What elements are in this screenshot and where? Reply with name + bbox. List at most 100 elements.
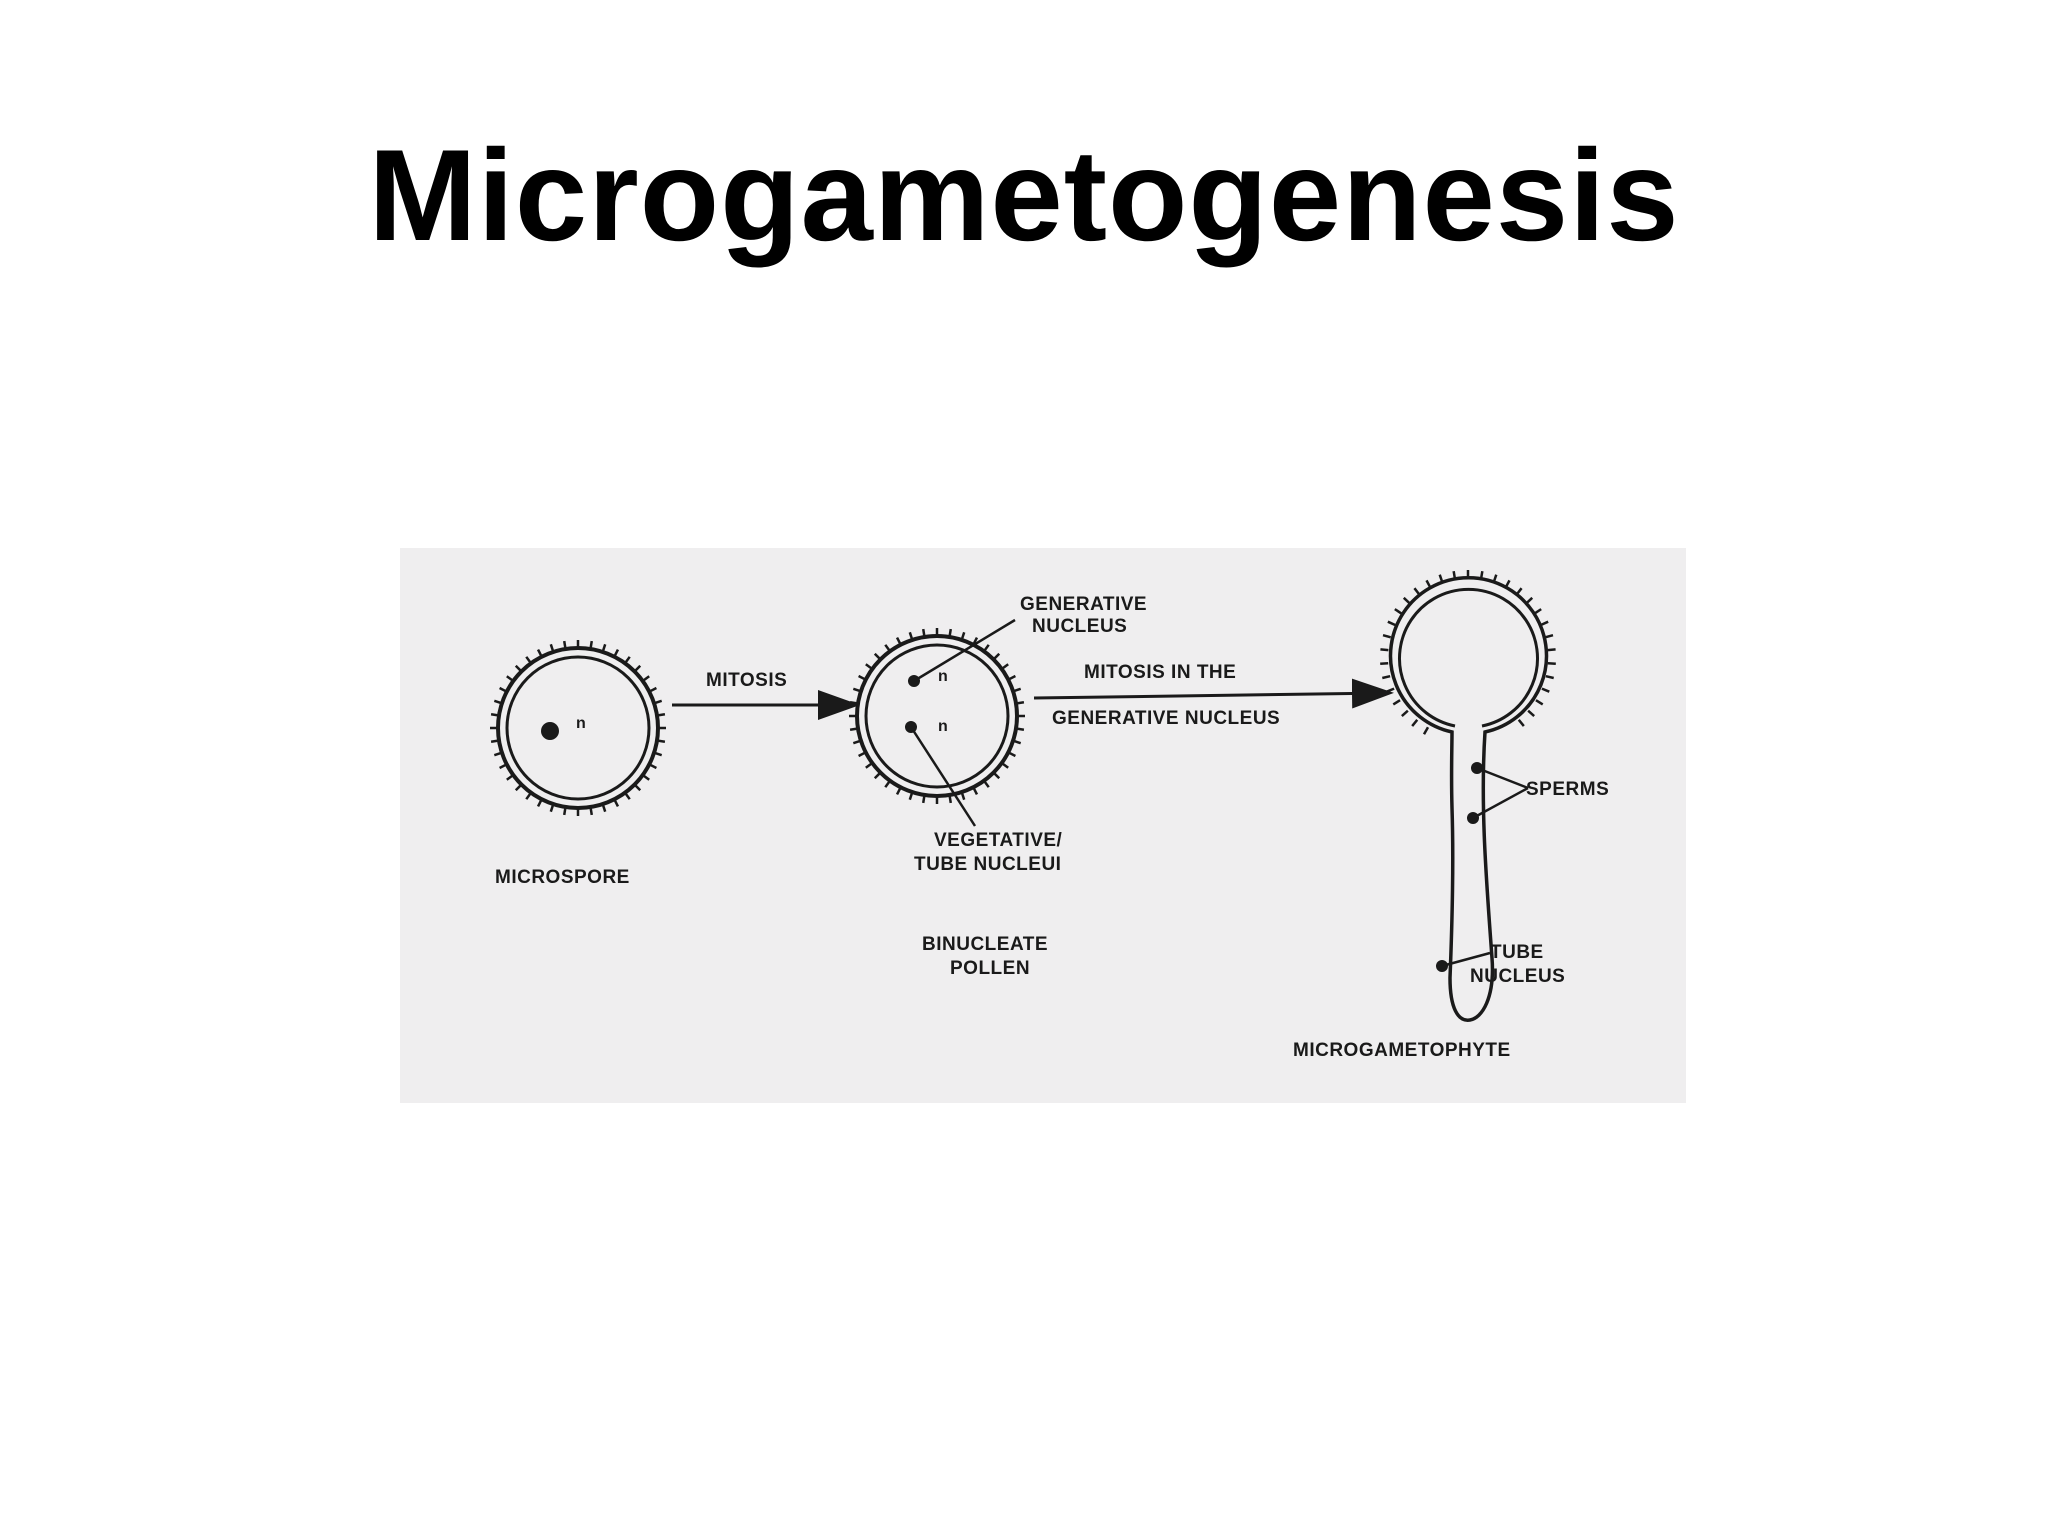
wall-spine: [884, 644, 891, 653]
wall-spine: [1544, 634, 1554, 639]
wall-spine: [873, 771, 882, 780]
diagram-svg: n MICROSPORE MITOSIS n n GENERATIVE NUCL…: [490, 570, 1609, 1061]
wall-spine: [908, 631, 914, 641]
microgametophyte-spines: [1380, 570, 1556, 735]
microspore-ploidy: n: [576, 715, 586, 732]
wall-spine: [849, 727, 859, 732]
wall-spine: [948, 628, 953, 638]
binucleate-label-2: POLLEN: [950, 958, 1030, 979]
wall-spine: [506, 774, 515, 781]
sperms-label: SPERMS: [1526, 779, 1609, 800]
wall-spine: [624, 791, 631, 800]
sperm-leader-1: [1476, 766, 1529, 790]
wall-spine: [1547, 648, 1556, 652]
wall-spine: [1452, 570, 1457, 580]
generative-leader-line: [913, 618, 1016, 683]
wall-spine: [648, 763, 657, 770]
wall-spine: [633, 664, 642, 673]
microgametogenesis-diagram: n MICROSPORE MITOSIS n n GENERATIVE NUCL…: [400, 548, 1686, 1103]
wall-spine: [1402, 596, 1411, 605]
wall-spine: [1012, 739, 1022, 745]
wall-spine: [1007, 751, 1016, 758]
wall-spine: [972, 786, 979, 795]
wall-spine: [858, 751, 867, 758]
wall-spine: [948, 794, 953, 804]
microspore-nucleus: [541, 722, 559, 740]
mitosis-generative-label-1: MITOSIS IN THE: [1084, 662, 1236, 683]
wall-spine: [624, 656, 631, 665]
wall-spine: [960, 631, 966, 641]
wall-spine: [849, 700, 859, 705]
generative-label-1: GENERATIVE: [1020, 594, 1147, 615]
wall-spine: [1422, 726, 1430, 735]
wall-spine: [908, 791, 914, 801]
wall-spine: [653, 699, 663, 705]
microspore-spines: [490, 640, 666, 816]
wall-spine: [601, 803, 607, 813]
wall-spine: [1540, 620, 1549, 627]
wall-spine: [992, 771, 1001, 780]
microspore-label: MICROSPORE: [495, 867, 630, 888]
wall-spine: [514, 783, 523, 792]
wall-spine: [490, 712, 500, 717]
wall-spine: [1517, 719, 1525, 727]
vegetative-label-2: TUBE NUCLEUI: [914, 854, 1061, 875]
wall-spine: [633, 783, 642, 792]
wall-spine: [1425, 579, 1432, 589]
wall-spine: [525, 791, 532, 800]
wall-spine: [1504, 579, 1511, 589]
wall-spine: [656, 712, 666, 717]
wall-spine: [1000, 762, 1009, 769]
tube-nucleus-label-1: TUBE: [1490, 942, 1544, 963]
wall-spine: [895, 786, 902, 795]
wall-spine: [493, 751, 503, 757]
wall-spine: [921, 794, 926, 804]
wall-spine: [858, 674, 867, 681]
generative-label-2: NUCLEUS: [1032, 616, 1127, 637]
mitosis-label: MITOSIS: [706, 670, 787, 691]
wall-spine: [983, 644, 990, 653]
wall-spine: [852, 739, 862, 745]
wall-spine: [884, 779, 891, 788]
mitosis-generative-arrow: [1033, 678, 1394, 709]
microspore-cell: n: [490, 640, 666, 816]
wall-spine: [1515, 587, 1523, 596]
tube-nucleus-leader: [1441, 951, 1491, 968]
wall-spine: [514, 664, 523, 673]
vegetative-leader-line: [909, 726, 977, 827]
wall-spine: [1380, 648, 1389, 652]
wall-spine: [852, 687, 862, 693]
wall-spine: [601, 643, 607, 653]
wall-spine: [1527, 709, 1535, 717]
wall-spine: [1413, 587, 1421, 596]
wall-spine: [1382, 634, 1392, 639]
wall-spine: [648, 686, 657, 693]
wall-spine: [1411, 719, 1419, 727]
wall-spine: [1380, 661, 1389, 666]
wall-spine: [1492, 574, 1498, 583]
tube-nucleus-label-2: NUCLEUS: [1470, 966, 1565, 987]
wall-spine: [992, 652, 1001, 661]
microgametophyte-label: MICROGAMETOPHYTE: [1293, 1040, 1511, 1061]
wall-spine: [1386, 687, 1395, 693]
wall-spine: [1392, 699, 1401, 706]
wall-spine: [960, 791, 966, 801]
microgametophyte-cell: [1380, 570, 1556, 1022]
vegetative-label-1: VEGETATIVE/: [934, 830, 1063, 851]
wall-spine: [921, 628, 926, 638]
wall-spine: [562, 640, 567, 650]
wall-spine: [1000, 663, 1009, 670]
wall-spine: [1535, 699, 1544, 706]
wall-spine: [1012, 687, 1022, 693]
wall-spine: [1015, 727, 1025, 732]
wall-spine: [499, 686, 508, 693]
wall-spine: [1541, 687, 1550, 693]
wall-spine: [653, 751, 663, 757]
wall-spine: [1525, 596, 1534, 605]
wall-spine: [613, 649, 620, 658]
wall-spine: [1382, 674, 1391, 680]
pollen-spines: [849, 628, 1025, 804]
wall-spine: [1545, 674, 1554, 680]
wall-spine: [589, 806, 594, 816]
wall-spine: [1438, 574, 1444, 583]
